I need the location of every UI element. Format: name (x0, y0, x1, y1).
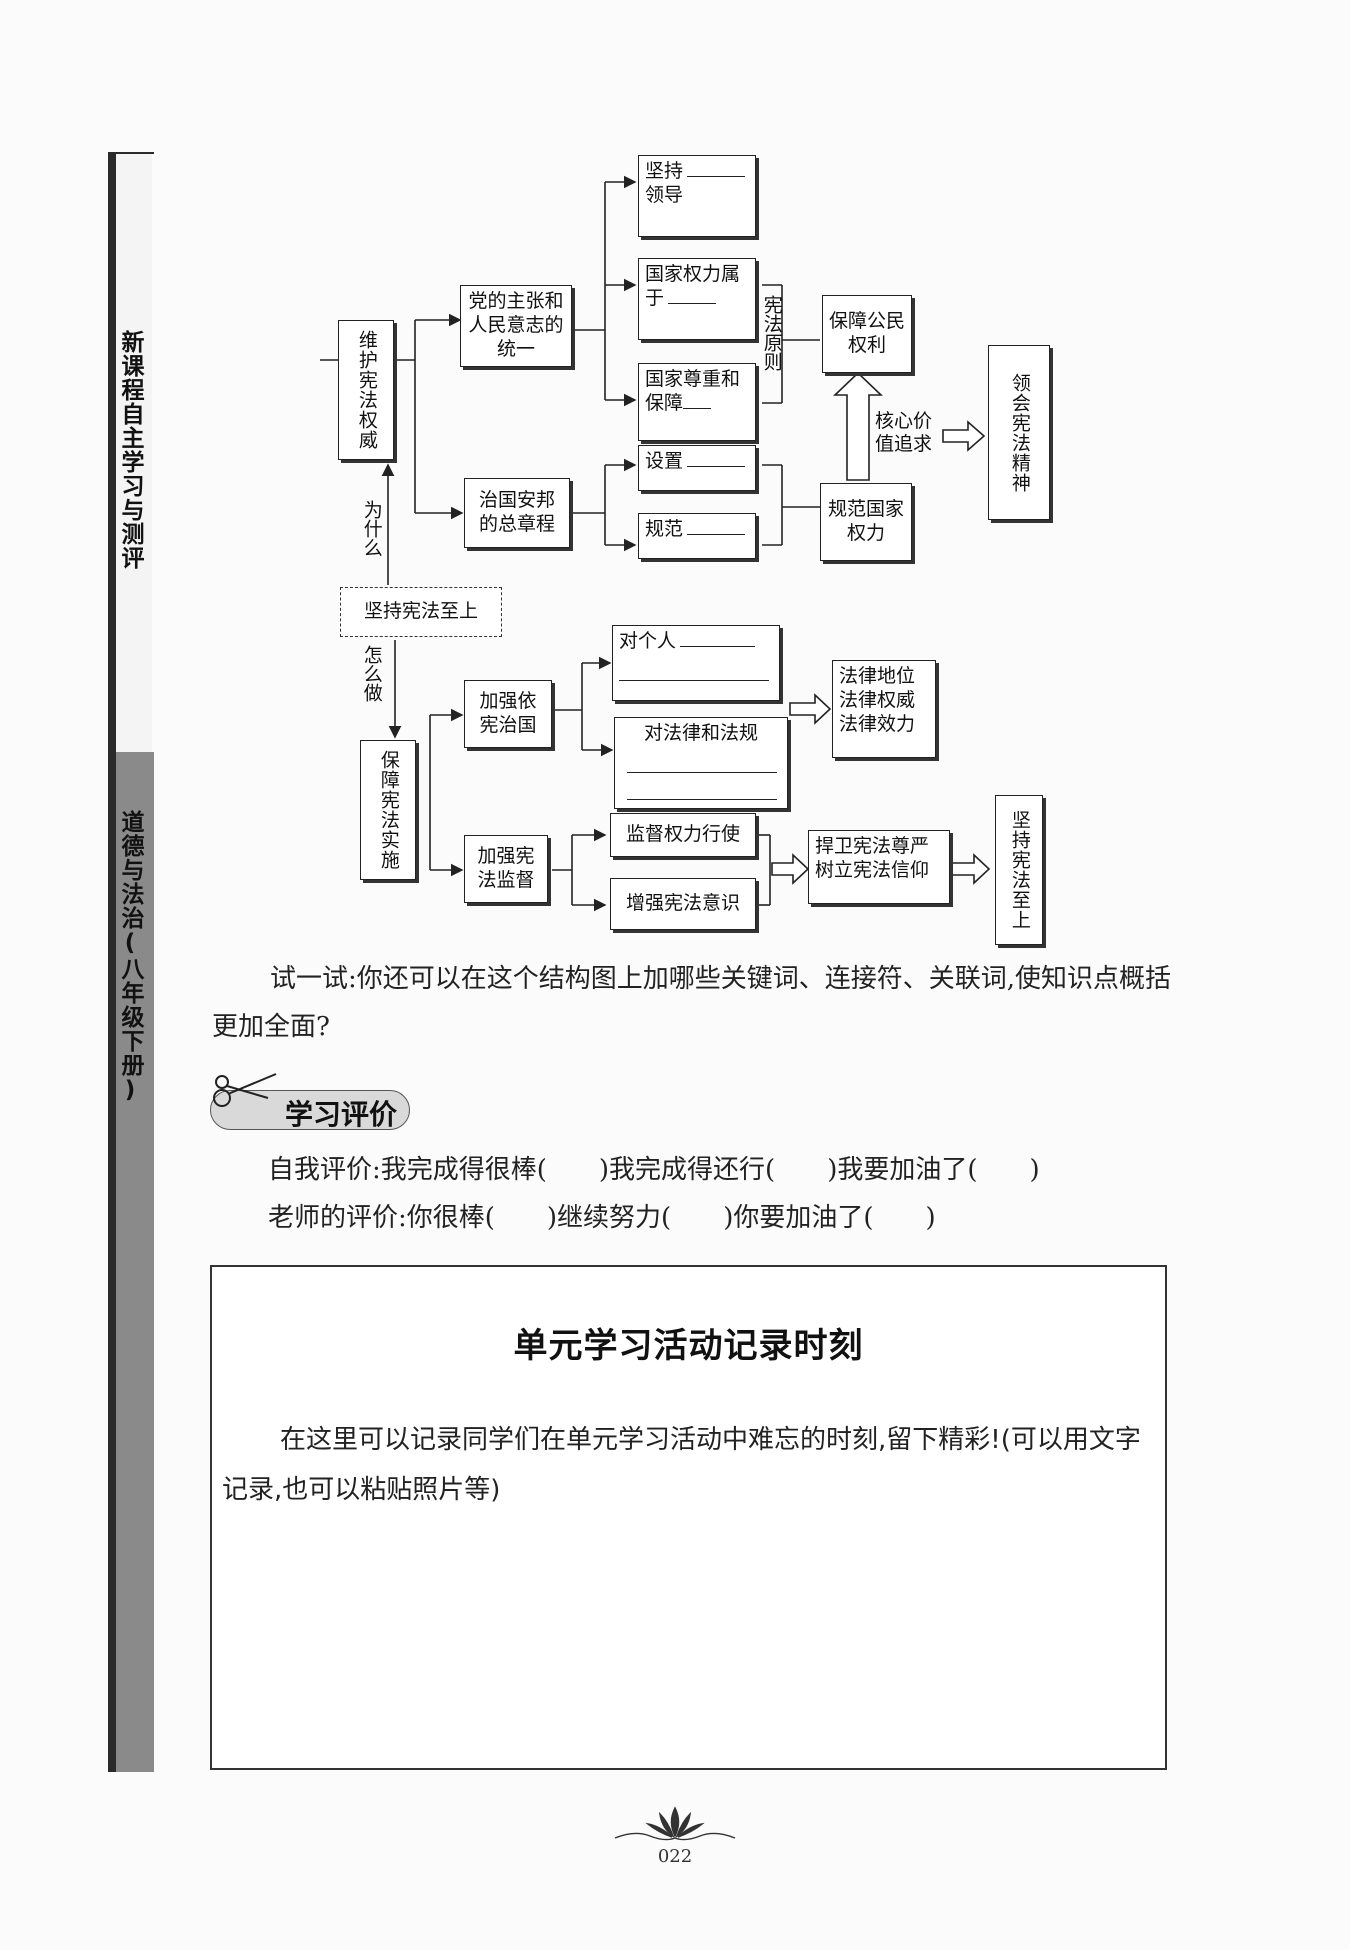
node-maintain-authority: 维护宪法权威 (338, 320, 394, 460)
label-how: 怎么做 (360, 645, 383, 702)
subject-title: 道德与法治(八年级下册) (117, 810, 143, 1104)
node-supervise-power: 监督权力行使 (610, 813, 756, 857)
node-awareness: 增强宪法意识 (610, 878, 756, 930)
node-root: 坚持宪法至上 (340, 587, 502, 637)
node-rule-by-constitution: 加强依宪治国 (464, 680, 552, 748)
node-regulate-power: 规范国家权力 (820, 483, 912, 561)
node-defend: 捍卫宪法尊严 树立宪法信仰 (808, 830, 950, 904)
node-regulate: 规范 (638, 513, 756, 559)
evaluation-badge (210, 1090, 410, 1130)
node-adhere: 坚持宪法至上 (995, 795, 1043, 945)
node-for-laws: 对法律和法规 (614, 717, 788, 809)
node-party-leadership: 坚持 领导 (638, 155, 756, 237)
record-instructions: 在这里可以记录同学们在单元学习活动中难忘的时刻,留下精彩!(可以用文字记录,也可… (222, 1425, 1141, 1505)
side-tab-top (108, 152, 152, 752)
teacher-evaluation: 老师的评价:你很棒( )继续努力( )你要加油了( ) (268, 1203, 936, 1233)
ornament-icon (614, 1806, 736, 1841)
concept-diagram: 维护宪法权威 为什么 坚持宪法至上 怎么做 保障宪法实施 党的主张和人民意志的统… (320, 145, 1080, 955)
node-charter: 治国安邦的总章程 (464, 478, 570, 548)
scissors-icon (213, 1073, 277, 1107)
side-tab-top-rule (108, 152, 154, 154)
series-title: 新课程自主学习与测评 (117, 330, 143, 570)
record-title: 单元学习活动记录时刻 (513, 1326, 864, 1366)
node-law-status: 法律地位 法律权威 法律效力 (832, 660, 936, 758)
node-protect-rights: 保障公民权利 (822, 295, 912, 373)
evaluation-title: 学习评价 (285, 1098, 398, 1131)
record-box (210, 1265, 1167, 1770)
try-it-paragraph: 试一试:你还可以在这个结构图上加哪些关键词、连接符、关联词,使知识点概括更加全面… (212, 964, 1172, 1042)
side-tab-bottom (108, 752, 154, 1772)
node-respect-protect: 国家尊重和保障 (638, 363, 756, 441)
node-setup: 设置 (638, 445, 756, 491)
node-spirit: 领会宪法精神 (988, 345, 1050, 520)
page-number: 022 (657, 1846, 693, 1867)
label-principle: 宪法原则 (760, 295, 783, 371)
label-why: 为什么 (360, 500, 383, 557)
self-evaluation: 自我评价:我完成得很棒( )我完成得还行( )我要加油了( ) (268, 1155, 1040, 1185)
node-unity: 党的主张和人民意志的统一 (460, 285, 572, 367)
node-power-belongs: 国家权力属于 (638, 258, 756, 340)
node-for-individual: 对个人 (612, 625, 780, 701)
node-ensure-implementation: 保障宪法实施 (360, 740, 416, 880)
node-supervision: 加强宪法监督 (464, 835, 548, 903)
label-core-value: 核心价值追求 (875, 410, 933, 455)
